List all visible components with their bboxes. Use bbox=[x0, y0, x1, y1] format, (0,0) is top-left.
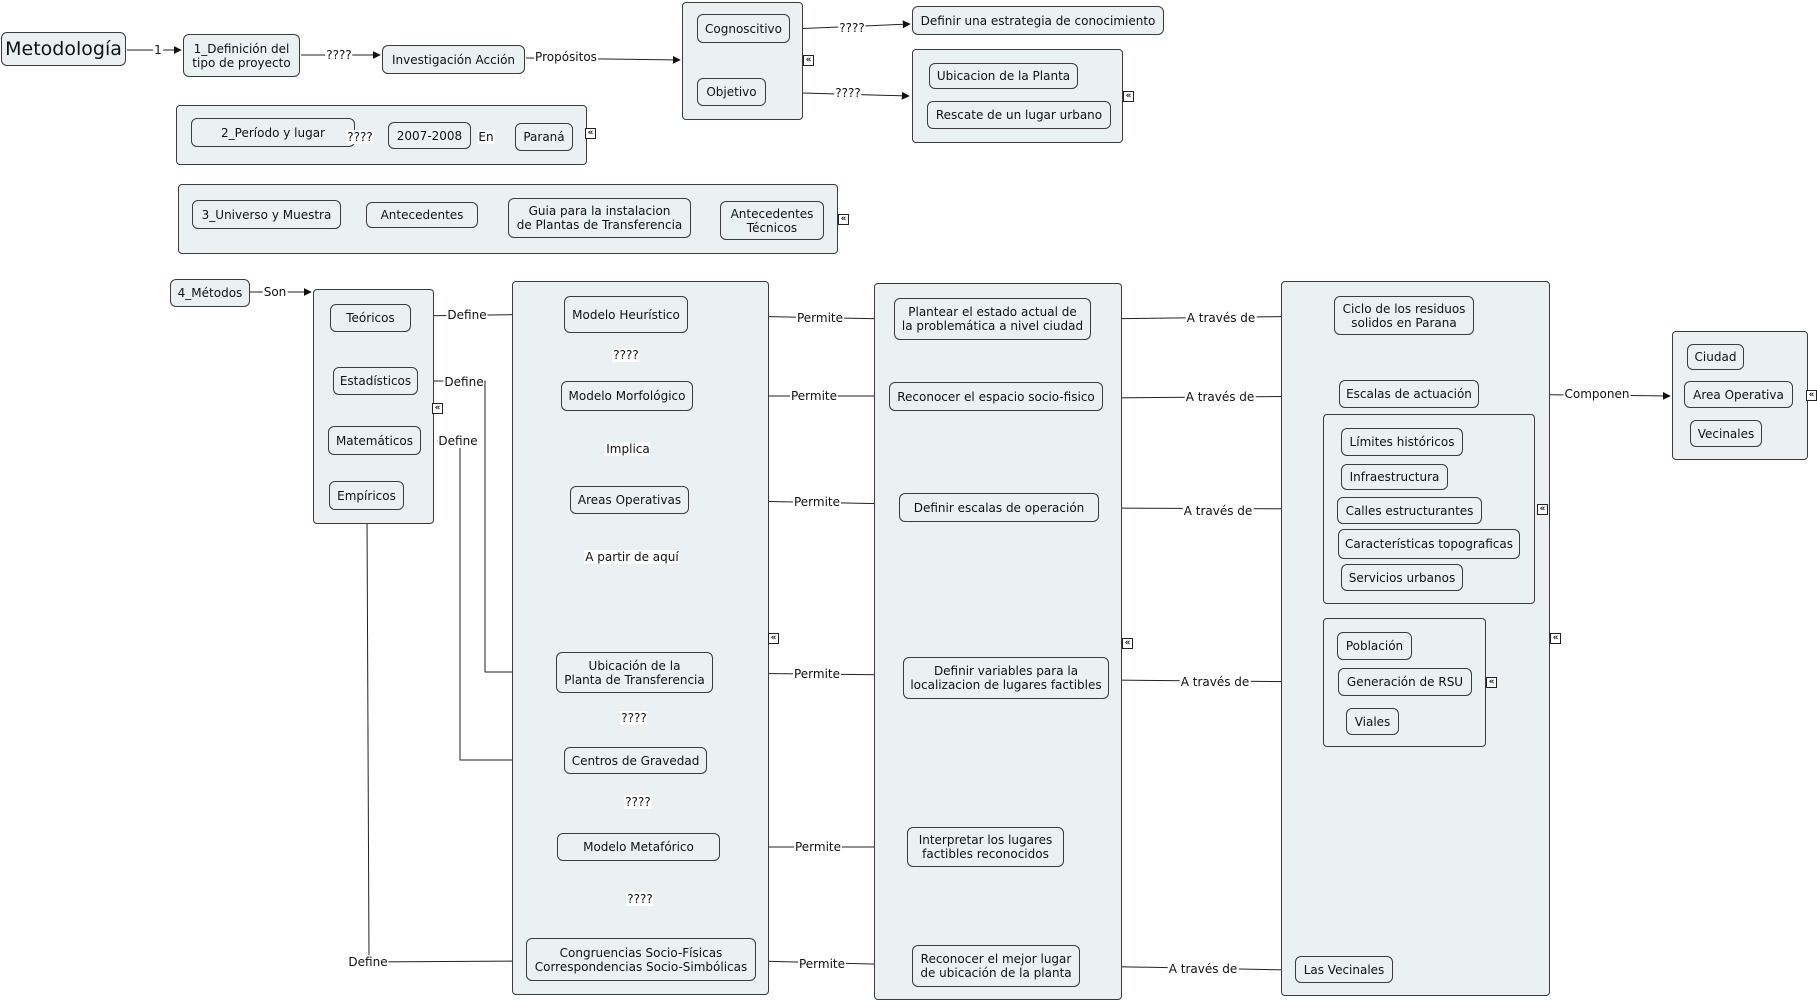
operative-area-node[interactable]: Area Operativa bbox=[1684, 381, 1793, 408]
transfer-guide-node[interactable]: Guia para la instalacion de Plantas de T… bbox=[508, 198, 691, 238]
waste-cycle-node[interactable]: Ciclo de los residuos solidos en Parana bbox=[1334, 296, 1474, 335]
project-definition-node[interactable]: 1_Definición del tipo de proyecto bbox=[183, 34, 300, 77]
label-allows-2: Permite bbox=[789, 389, 839, 403]
double-chevron-left-icon[interactable]: « bbox=[1806, 390, 1817, 401]
objective-node[interactable]: Objetivo bbox=[697, 78, 766, 106]
label-from-here: A partir de aquí bbox=[584, 550, 680, 564]
label-allows-3: Permite bbox=[792, 495, 842, 509]
period-node[interactable]: 2007-2008 bbox=[388, 122, 471, 149]
background-node[interactable]: Antecedentes bbox=[366, 202, 478, 228]
label-unknown-4: ???? bbox=[346, 130, 374, 144]
double-chevron-left-icon[interactable]: « bbox=[1123, 91, 1134, 102]
socio-physical-space-node[interactable]: Reconocer el espacio socio-fisico bbox=[889, 382, 1103, 411]
operation-scales-node[interactable]: Definir escalas de operación bbox=[899, 493, 1099, 522]
label-defines-4: Define bbox=[347, 955, 389, 969]
structuring-streets-node[interactable]: Calles estructurantes bbox=[1337, 497, 1482, 524]
best-place-node[interactable]: Reconocer el mejor lugar de ubicación de… bbox=[912, 945, 1080, 987]
strategy-node[interactable]: Definir una estrategia de conocimiento bbox=[912, 6, 1164, 35]
action-scales-node[interactable]: Escalas de actuación bbox=[1339, 380, 1479, 408]
label-defines-1: Define bbox=[446, 308, 488, 322]
neighborhood-level-node[interactable]: Vecinales bbox=[1690, 420, 1762, 447]
label-in: En bbox=[477, 130, 495, 144]
label-defines-3: Define bbox=[437, 434, 479, 448]
double-chevron-left-icon[interactable]: « bbox=[1486, 677, 1497, 688]
double-chevron-left-icon[interactable]: « bbox=[803, 55, 814, 66]
plant-location-node[interactable]: Ubicacion de la Planta bbox=[929, 63, 1078, 89]
morphological-model-node[interactable]: Modelo Morfológico bbox=[561, 381, 693, 411]
label-allows-5: Permite bbox=[793, 840, 843, 854]
urban-rescue-node[interactable]: Rescate de un lugar urbano bbox=[927, 101, 1111, 129]
heuristic-model-node[interactable]: Modelo Heurístico bbox=[564, 296, 688, 333]
label-allows-6: Permite bbox=[797, 957, 847, 971]
double-chevron-left-icon[interactable]: « bbox=[1537, 504, 1548, 515]
action-research-node[interactable]: Investigación Acción bbox=[382, 45, 525, 74]
metaphoric-model-node[interactable]: Modelo Metafórico bbox=[557, 833, 720, 861]
double-chevron-left-icon[interactable]: « bbox=[838, 214, 849, 225]
label-one: 1 bbox=[153, 43, 163, 57]
label-unknown-1: ???? bbox=[325, 48, 353, 62]
label-through-4: A través de bbox=[1179, 675, 1251, 689]
double-chevron-left-icon[interactable]: « bbox=[585, 128, 596, 139]
cognitive-node[interactable]: Cognoscitivo bbox=[697, 14, 790, 43]
label-through-3: A través de bbox=[1182, 504, 1254, 518]
label-unknown-7: ???? bbox=[624, 795, 652, 809]
empirical-node[interactable]: Empíricos bbox=[329, 481, 404, 510]
double-chevron-left-icon[interactable]: « bbox=[1550, 633, 1561, 644]
label-defines-2: Define bbox=[443, 375, 485, 389]
label-purposes: Propósitos bbox=[534, 50, 598, 64]
universe-sample-node[interactable]: 3_Universo y Muestra bbox=[192, 200, 341, 229]
urban-services-node[interactable]: Servicios urbanos bbox=[1341, 564, 1463, 591]
historic-limits-node[interactable]: Límites históricos bbox=[1341, 428, 1463, 456]
label-unknown-6: ???? bbox=[620, 711, 648, 725]
roads-node[interactable]: Viales bbox=[1346, 708, 1399, 735]
congruences-node[interactable]: Congruencias Socio-Físicas Correspondenc… bbox=[526, 938, 756, 981]
mathematical-node[interactable]: Matemáticos bbox=[328, 426, 421, 455]
city-node[interactable]: Ciudad bbox=[1687, 344, 1744, 370]
label-allows-1: Permite bbox=[795, 311, 845, 325]
label-through-1: A través de bbox=[1185, 311, 1257, 325]
statistical-node[interactable]: Estadísticos bbox=[333, 367, 418, 395]
plant-location-model-node[interactable]: Ubicación de la Planta de Transferencia bbox=[556, 652, 713, 693]
label-through-2: A través de bbox=[1184, 390, 1256, 404]
double-chevron-left-icon[interactable]: « bbox=[1122, 638, 1133, 649]
double-chevron-left-icon[interactable]: « bbox=[432, 403, 443, 414]
period-place-node[interactable]: 2_Período y lugar bbox=[191, 118, 355, 147]
root-node[interactable]: Metodología bbox=[1, 32, 126, 66]
place-node[interactable]: Paraná bbox=[515, 123, 573, 151]
double-chevron-left-icon[interactable]: « bbox=[768, 633, 779, 644]
label-unknown-8: ???? bbox=[626, 892, 654, 906]
label-allows-4: Permite bbox=[792, 667, 842, 681]
label-through-5: A través de bbox=[1167, 962, 1239, 976]
gravity-centers-node[interactable]: Centros de Gravedad bbox=[564, 747, 707, 774]
label-unknown-2: ???? bbox=[838, 21, 866, 35]
infrastructure-node[interactable]: Infraestructura bbox=[1341, 464, 1448, 490]
interpret-places-node[interactable]: Interpretar los lugares factibles recono… bbox=[907, 827, 1064, 867]
population-node[interactable]: Población bbox=[1337, 632, 1412, 660]
label-unknown-3: ???? bbox=[834, 86, 862, 100]
operative-areas-node[interactable]: Areas Operativas bbox=[570, 486, 689, 514]
label-unknown-5: ???? bbox=[612, 348, 640, 362]
label-are: Son bbox=[262, 285, 288, 299]
location-variables-node[interactable]: Definir variables para la localizacion d… bbox=[903, 657, 1109, 699]
methods-node[interactable]: 4_Métodos bbox=[170, 279, 250, 307]
neighborhoods-node[interactable]: Las Vecinales bbox=[1295, 956, 1393, 983]
technical-background-node[interactable]: Antecedentes Técnicos bbox=[720, 201, 824, 240]
label-compose: Componen bbox=[1563, 387, 1631, 401]
topographic-features-node[interactable]: Características topograficas bbox=[1338, 529, 1520, 559]
rsu-generation-node[interactable]: Generación de RSU bbox=[1338, 668, 1472, 696]
theoretical-node[interactable]: Teóricos bbox=[330, 304, 411, 332]
current-state-node[interactable]: Plantear el estado actual de la problemá… bbox=[894, 298, 1091, 340]
label-implies: Implica bbox=[605, 442, 651, 456]
